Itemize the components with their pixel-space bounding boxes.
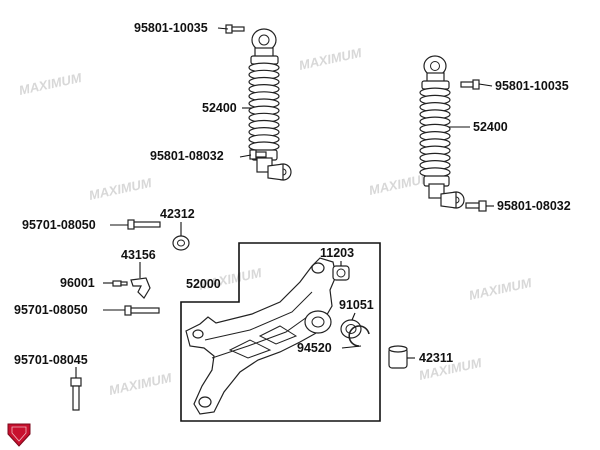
label-95801-08032-left: 95801-08032 bbox=[150, 149, 224, 163]
bolt-lower-right bbox=[465, 200, 487, 212]
label-91051: 91051 bbox=[339, 298, 374, 312]
label-95701-08050-b: 95701-08050 bbox=[14, 303, 88, 317]
bolt-upper-right bbox=[460, 79, 480, 90]
label-95701-08050-a: 95701-08050 bbox=[22, 218, 96, 232]
watermark: MAXIMUM bbox=[468, 275, 534, 303]
label-52400-right: 52400 bbox=[473, 120, 508, 134]
label-95801-10035-left: 95801-10035 bbox=[134, 21, 208, 35]
watermark: MAXIMUM bbox=[88, 175, 154, 203]
label-52000: 52000 bbox=[186, 277, 221, 291]
watermark: MAXIMUM bbox=[298, 45, 364, 73]
parts-box-outline bbox=[180, 242, 381, 422]
shock-absorber-right bbox=[419, 55, 465, 209]
label-95801-08032-right: 95801-08032 bbox=[497, 199, 571, 213]
bolt-lower-left bbox=[249, 149, 267, 160]
label-43156: 43156 bbox=[121, 248, 156, 262]
label-42311: 42311 bbox=[419, 351, 453, 365]
label-94520: 94520 bbox=[297, 341, 332, 355]
watermark: MAXIMUM bbox=[18, 70, 84, 98]
label-95801-10035-right: 95801-10035 bbox=[495, 79, 569, 93]
part-labels: 95801-10035 52400 95801-08032 95801-1003… bbox=[14, 21, 571, 367]
label-11203: 11203 bbox=[320, 246, 354, 260]
watermark: MAXIMUM bbox=[108, 370, 174, 398]
bolt-95701-08045 bbox=[70, 377, 82, 411]
leader-lines bbox=[75, 27, 494, 378]
swing-arm-52000 bbox=[185, 257, 337, 415]
circlip-94520 bbox=[348, 325, 370, 347]
screw-96001 bbox=[112, 280, 128, 287]
label-42312: 42312 bbox=[160, 207, 195, 221]
bushing-42312 bbox=[172, 235, 190, 251]
label-96001: 96001 bbox=[60, 276, 95, 290]
sleeve-42311 bbox=[388, 345, 408, 369]
bearing-11203 bbox=[332, 265, 350, 281]
bolt-95701-08050-a bbox=[127, 219, 161, 230]
brand-logo-badge bbox=[7, 423, 31, 447]
label-95701-08045: 95701-08045 bbox=[14, 353, 88, 367]
bolt-upper-left bbox=[225, 24, 245, 34]
bracket-43156 bbox=[130, 277, 151, 299]
bolt-95701-08050-b bbox=[124, 305, 160, 316]
label-52400-left: 52400 bbox=[202, 101, 237, 115]
